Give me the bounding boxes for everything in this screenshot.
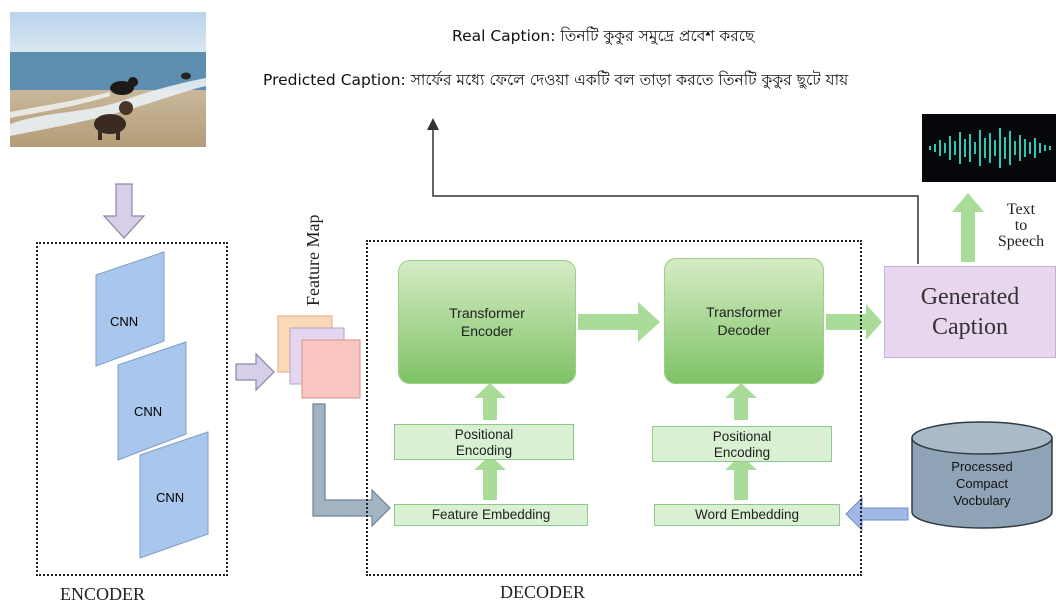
real-caption: Real Caption: তিনটি কুকুর সমুদ্রে প্রবেশ…: [452, 27, 755, 45]
decoder-box: [366, 240, 862, 576]
feature-map-label: Feature Map: [303, 214, 323, 306]
positional-encoding-bar-encoder: Positional Encoding: [394, 424, 574, 460]
tts-line-1: Text: [1006, 201, 1036, 218]
caption-to-tts-arrow: [952, 193, 984, 262]
posenc-to-tdec-arrow: [725, 383, 757, 420]
transformer-decoder-block: Transformer Decoder: [664, 258, 824, 384]
encoder-to-featuremap-arrow: [235, 352, 275, 392]
feedback-line: [432, 128, 919, 264]
transformer-encoder-line-2: Encoder: [460, 323, 514, 339]
positional-encoding-enc-line-2: Encoding: [455, 443, 513, 458]
positional-encoding-enc-line-1: Positional: [454, 427, 514, 442]
decoder-label: DECODER: [500, 582, 585, 602]
cnn-label-2: CNN: [134, 404, 163, 419]
wordemb-to-posenc-arrow: [725, 455, 757, 500]
cnn-block-2: [117, 341, 187, 461]
encoder-label: ENCODER: [60, 584, 145, 604]
generated-caption-line-1: Generated: [920, 284, 1020, 310]
vocabulary-line-3: Vocbulary: [953, 493, 1011, 508]
tts-line-2: to: [1014, 217, 1028, 234]
feedback-arrowhead: [427, 118, 439, 130]
image-to-encoder-arrow: [102, 183, 146, 239]
cnn-label-1: CNN: [110, 314, 139, 329]
positional-encoding-bar-decoder: Positional Encoding: [652, 426, 832, 462]
positional-encoding-dec-line-1: Positional: [712, 429, 772, 444]
input-image: [10, 12, 206, 147]
tenc-to-tdec-arrow: [578, 302, 660, 342]
vocabulary-cylinder: [911, 421, 1053, 529]
transformer-encoder-block: Transformer Encoder: [398, 260, 576, 384]
feature-map-layer-3: [301, 339, 361, 399]
word-embedding-bar: Word Embedding: [654, 504, 840, 526]
cnn-label-3: CNN: [156, 490, 185, 505]
tts-line-3: Speech: [997, 233, 1045, 250]
positional-encoding-dec-line-2: Encoding: [713, 445, 771, 460]
transformer-decoder-line-1: Transformer: [706, 304, 782, 320]
encoder-box: [36, 242, 228, 576]
posenc-to-tenc-arrow: [474, 383, 506, 420]
generated-caption-line-2: Caption: [932, 314, 1008, 340]
tdec-to-caption-arrow: [826, 304, 882, 340]
vocabulary-line-2: Compact: [955, 476, 1009, 491]
featuremap-to-embedding-arrow: [312, 403, 391, 528]
transformer-decoder-line-2: Decoder: [717, 322, 771, 338]
generated-caption-box: Generated Caption: [884, 266, 1056, 358]
feature-embedding-bar: Feature Embedding: [394, 504, 588, 526]
vocabulary-label: Processed Compact Vocbulary: [912, 458, 1052, 509]
audio-waveform-icon: [929, 128, 1051, 168]
vocabulary-line-1: Processed: [951, 459, 1013, 474]
text-to-speech-label: Text to Speech: [986, 202, 1056, 250]
cnn-block-3: [139, 431, 209, 559]
transformer-encoder-line-1: Transformer: [449, 305, 525, 321]
featemb-to-posenc-arrow: [474, 455, 506, 500]
predicted-caption: Predicted Caption: সার্ফের মধ্যে ফেলে দে…: [263, 71, 849, 89]
cnn-block-1: [95, 251, 165, 367]
